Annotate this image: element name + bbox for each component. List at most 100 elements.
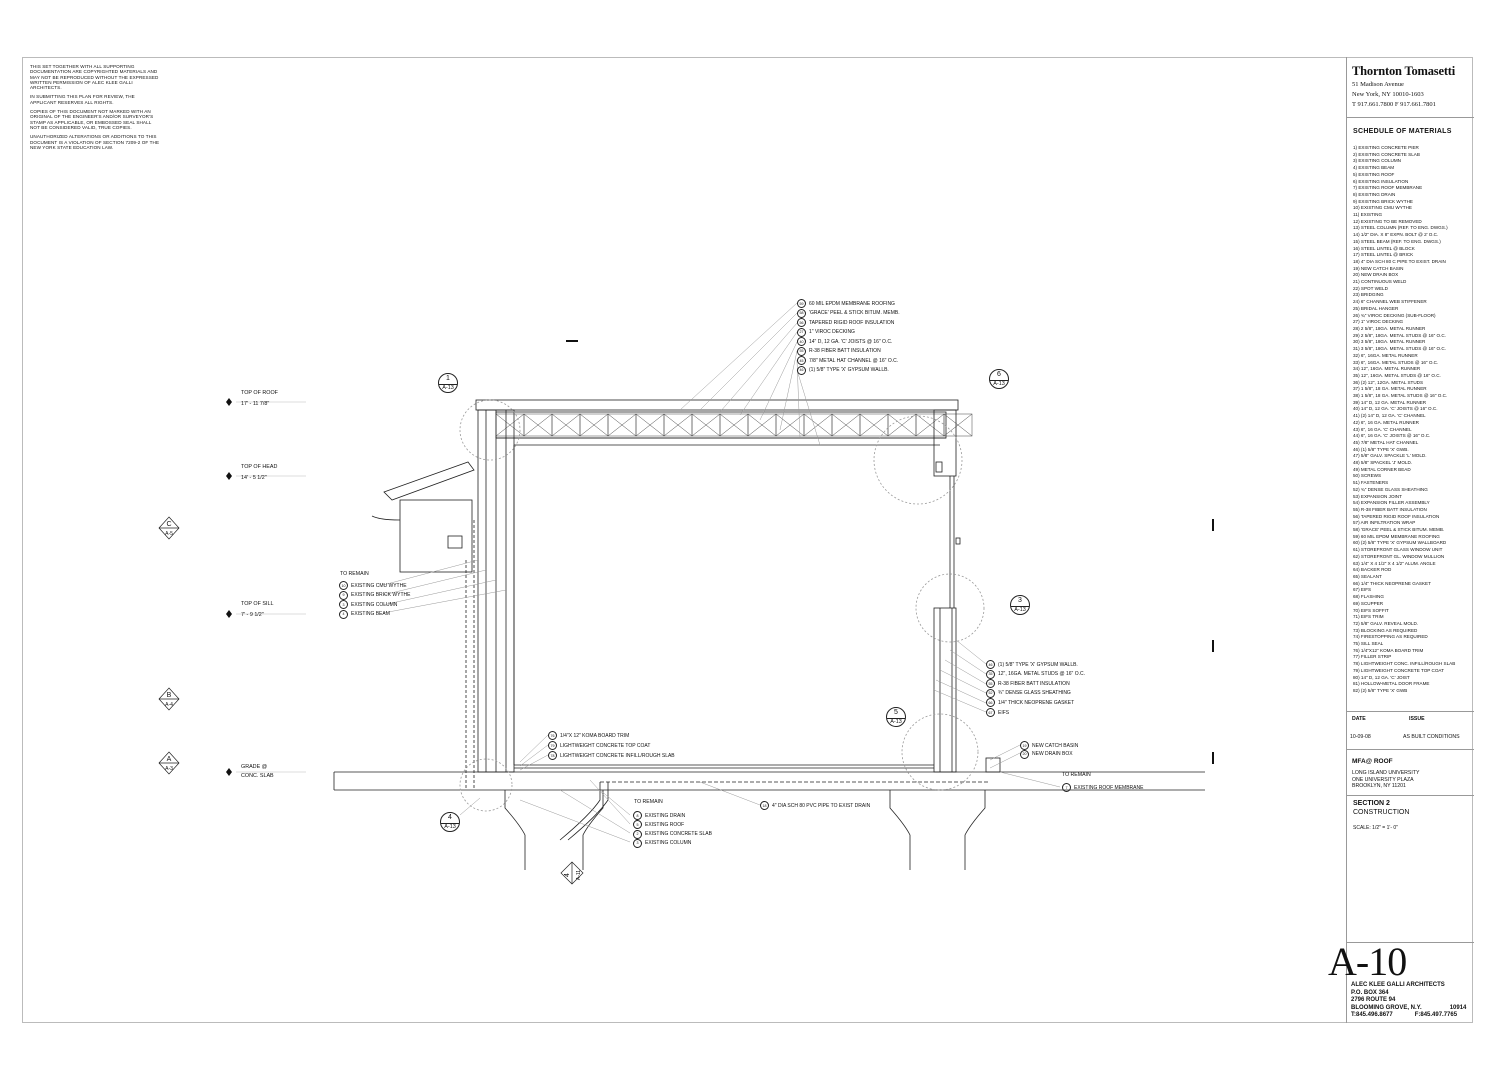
schedule-item: 44) 6", 16 GA. 'C' JOISTS @ 16" O.C. (1353, 433, 1431, 439)
project-address-1: LONG ISLAND UNIVERSITY (1352, 770, 1420, 776)
note-key: 45 (797, 356, 806, 365)
schedule-item: 8) EXISTING DRAIN (1353, 191, 1396, 197)
schedule-item: 62) STOREFRONT GL. WINDOW MULLION (1353, 553, 1445, 559)
note-key: 55 (986, 679, 995, 689)
schedule-item: 16) STEEL LINTEL @ BLOCK (1353, 245, 1415, 251)
architect-route: 2796 ROUTE 94 (1351, 997, 1396, 1004)
note-key: 67 (986, 708, 995, 717)
elev-top-of-roof-label: TOP OF ROOF (241, 390, 278, 396)
issue-date: 10-09-08 (1350, 734, 1371, 740)
sheet-border (22, 57, 1473, 1023)
schedule-item: 42) 6", 16 GA. METAL RUNNER (1353, 419, 1419, 425)
note-text: 60 MIL EPDM MEMBRANE ROOFING (809, 300, 895, 307)
note-key: 66 (986, 698, 995, 708)
architect-box: P.O. BOX 364 (1351, 989, 1389, 996)
note-text: EXISTING BRICK WYTHE (351, 592, 411, 598)
schedule-item: 26) ¾" VIROC DECKING (SUB-FLOOR) (1353, 312, 1436, 318)
schedule-item: 70) EIFS SOFFIT (1353, 607, 1389, 613)
schedule-item: 49) METAL CORNER BEAD (1353, 466, 1411, 472)
schedule-item: 24) 6" CHANNEL WEB STIFFENER (1353, 299, 1427, 305)
schedule-item: 37) 1 5/8", 18 GA. METAL RUNNER (1353, 386, 1427, 392)
schedule-item: 56) TAPERED RIGID ROOF INSULATION (1353, 513, 1440, 519)
schedule-item: 50) SCREWS (1353, 473, 1382, 479)
date-label: DATE (1352, 716, 1366, 722)
note-text: NEW CATCH BASIN (1032, 742, 1079, 749)
schedule-item: 46) (1) 5/8" TYPE 'X' GWB. (1353, 446, 1409, 452)
architect-city-line: BLOOMING GROVE, N.Y.10914 (1351, 1005, 1466, 1013)
note-key: 59 (797, 299, 806, 308)
general-notes: THIS SET TOGETHER WITH ALL SUPPORTING DO… (30, 64, 160, 154)
schedule-title: SCHEDULE OF MATERIALS (1353, 128, 1452, 135)
schedule-item: 45) 7/8" METAL HAT CHANNEL (1353, 439, 1419, 445)
schedule-item: 4) EXISTING BEAM (1353, 165, 1395, 171)
note-key: 46 (797, 365, 806, 375)
schedule-item: 55) R-38 FIBER BATT INSULATION (1353, 506, 1427, 512)
note-text: 'GRACE' PEEL & STICK BITUM. MEMB. (809, 310, 900, 316)
note-text: (1) 5/8" TYPE 'X' GYPSUM WALLB. (809, 367, 889, 373)
note-text: TAPERED RIGID ROOF INSULATION (809, 319, 895, 326)
schedule-item: 54) EXPANSION FILLER ASSEMBLY (1353, 500, 1430, 506)
architect-zip: 10914 (1449, 1004, 1467, 1011)
schedule-item: 48) 5/8" SPACKEL 'J' MOLD. (1353, 460, 1413, 466)
schedule-item: 76) 1/4"X12" KOMA BOARD TRIM (1353, 647, 1424, 653)
right-remain-heading: TO REMAIN (1062, 772, 1091, 778)
schedule-item: 47) 5/8" GALV. SPACKLE 'L' MOLD. (1353, 453, 1427, 459)
note-key: 35 (986, 669, 995, 679)
schedule-item: 79) LIGHTWEIGHT CONCRETE TOP COAT (1353, 667, 1444, 673)
schedule-item: 60) (2) 5/8" TYPE 'X' GYPSUM WALLBOARD (1353, 540, 1447, 546)
section-marker-c-letter: C (166, 521, 171, 528)
note-text: LIGHTWEIGHT CONCRETE TOP COAT (560, 742, 651, 749)
note-text: R-38 FIBER BATT INSULATION (998, 680, 1070, 687)
schedule-item: 10) EXISTING CMU WYTHE (1353, 205, 1412, 211)
bottom-notes-heading: TO REMAIN (634, 799, 663, 805)
schedule-item: 35) 12", 16GA. METAL STUDS @ 16" O.C. (1353, 372, 1441, 378)
elev-grade-label: GRADE @ (241, 764, 268, 770)
note-key: 56 (797, 318, 806, 327)
title-block (1346, 57, 1474, 1023)
schedule-item: 82) (2) 5/8" TYPE 'X' GWB (1353, 687, 1408, 693)
schedule-item: 40) 14" D, 12 GA. 'C' JOISTS @ 16" O.C. (1353, 406, 1438, 412)
schedule-item: 38) 1 5/8", 18 GA. METAL STUDS @ 16" O.C… (1353, 393, 1448, 399)
section-marker-b-sheet: A-4 (165, 702, 173, 708)
schedule-item: 36) (2) 12", 12GA. METAL STUDS (1353, 379, 1424, 385)
schedule-item: 68) FLASHING (1353, 594, 1384, 600)
keyed-note: 46(1) 5/8" TYPE 'X' GYPSUM WALLB. (797, 365, 889, 375)
note-rights: IN SUBMITTING THIS PLAN FOR REVIEW, THE … (30, 94, 135, 105)
note-key: 10 (339, 581, 348, 590)
consultant-phone: T 917.661.7800 F 917.661.7801 (1352, 101, 1436, 108)
detail-callout-6-sheet: A-13 (990, 380, 1008, 387)
schedule-item: 2) EXISTING CONCRETE SLAB (1353, 151, 1420, 157)
elev-top-of-head-label: TOP OF HEAD (241, 464, 278, 470)
keyed-note: 58'GRACE' PEEL & STICK BITUM. MEMB. (797, 308, 900, 318)
note-text: EXISTING BEAM (351, 611, 390, 617)
schedule-item: 65) SEALANT (1353, 574, 1382, 579)
note-text: EXISTING CONCRETE SLAB (645, 831, 712, 838)
schedule-item: 41) (2) 14" D, 12 GA. 'C' CHANNEL (1353, 413, 1426, 419)
section-marker-a-sheet: A-3 (165, 766, 173, 772)
note-key: 3 (633, 838, 642, 848)
drawing-scale: SCALE: 1/2" = 1'- 0" (1353, 825, 1398, 831)
detail-callout-3-number: 3 (1018, 597, 1022, 604)
note-text: 1/4"X 12" KOMA BOARD TRIM (560, 732, 630, 739)
schedule-item: 27) 1" VIROC DECKING (1353, 319, 1404, 325)
note-text: ¾" DENSE GLASS SHEATHING (998, 690, 1071, 697)
note-key: 5 (633, 820, 642, 830)
note-text: EXISTING COLUMN (645, 840, 692, 847)
consultant-address-2: New York, NY 10010-1603 (1352, 91, 1424, 98)
note-text: 1/4" THICK NEOPRENE GASKET (998, 699, 1075, 706)
detail-callout-1-sheet: A-13 (439, 384, 457, 391)
note-key: 76 (548, 731, 557, 740)
section-marker-b-letter: B (167, 692, 172, 699)
